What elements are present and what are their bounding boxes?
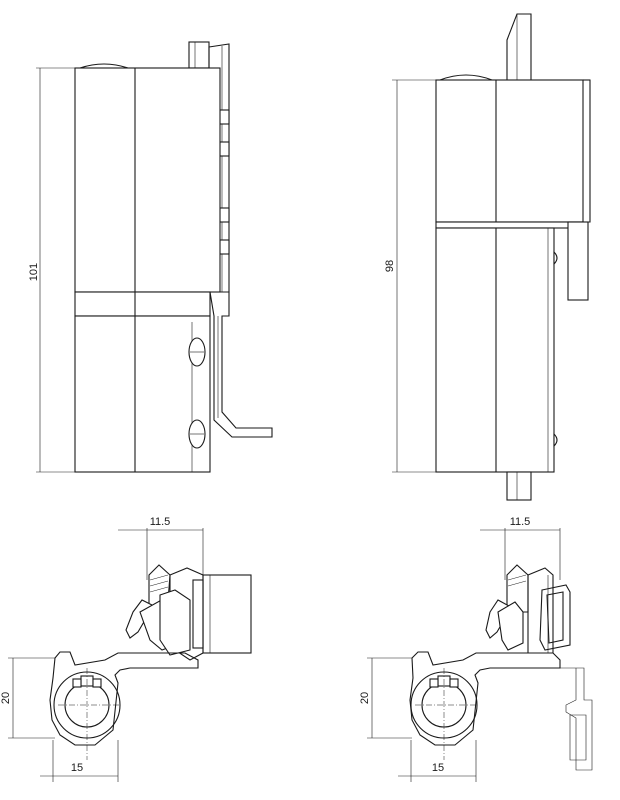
section-view-right: 11.5 20 15 [359,516,593,782]
frame-profile [560,667,593,771]
upper-leaf-right [435,79,584,223]
hinge-body-profile [49,651,199,746]
width-dimension-section-left: 15 [71,762,83,774]
section-view-left: 11.5 20 15 [0,516,252,782]
height-dimension-right: 98 [384,260,396,272]
top-pin [188,41,210,69]
side-tab [567,221,589,301]
offset-dimension-right: 11.5 [510,516,531,528]
offset-dimension-left: 11.5 [150,516,171,528]
clamp-block [202,574,252,654]
bottom-tab [506,471,532,501]
front-view-right: 98 [384,13,591,501]
lower-leaf [74,315,211,473]
height-dimension-left: 101 [28,263,40,281]
upper-leaf [74,67,221,293]
hinge-joint [74,291,211,317]
top-tab [506,13,532,81]
height-dimension-section-right: 20 [359,692,371,704]
hinge-body-profile-right [409,651,561,746]
l-bracket [209,291,273,438]
width-dimension-section-right: 15 [432,762,444,774]
clip-profile [539,584,571,651]
front-view-left: 101 [28,41,273,473]
lower-leaf-right [435,227,555,473]
height-dimension-section-left: 20 [0,692,12,704]
